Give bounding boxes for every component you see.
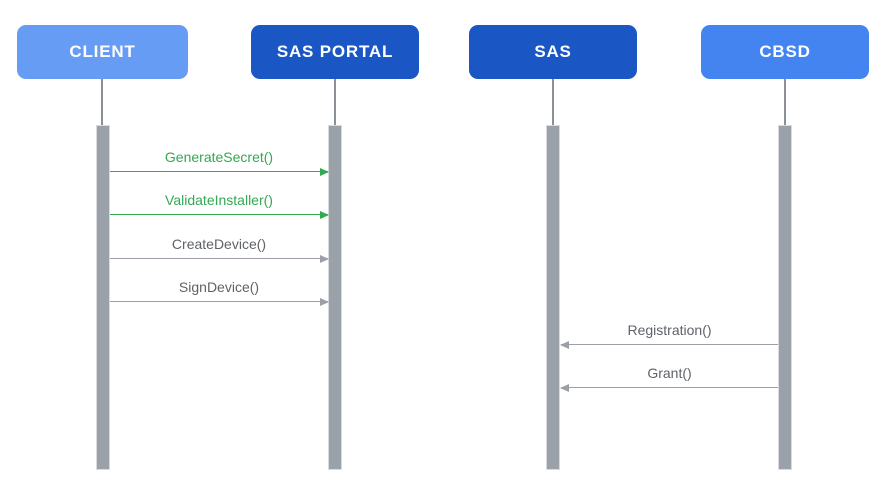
actor-box-sas-portal: SAS PORTAL bbox=[251, 25, 419, 79]
message-grant: Grant() bbox=[560, 365, 778, 393]
message-generate-secret: GenerateSecret() bbox=[110, 149, 329, 177]
message-label: ValidateInstaller() bbox=[165, 192, 273, 208]
message-label: GenerateSecret() bbox=[164, 149, 274, 165]
actor-box-client: CLIENT bbox=[17, 25, 188, 79]
arrow-left-icon bbox=[560, 341, 778, 350]
lifeline-stem-client bbox=[101, 79, 103, 125]
message-registration: Registration() bbox=[560, 322, 778, 350]
actor-box-sas: SAS bbox=[469, 25, 637, 79]
lifeline-stem-cbsd bbox=[784, 79, 786, 125]
arrow-left-icon bbox=[560, 384, 778, 393]
arrow-right-icon bbox=[110, 298, 329, 307]
message-label: Registration() bbox=[627, 322, 712, 338]
actor-box-cbsd: CBSD bbox=[701, 25, 869, 79]
arrow-right-icon bbox=[110, 168, 329, 177]
lifeline-stem-sas-portal bbox=[334, 79, 336, 125]
activation-bar-cbsd bbox=[778, 125, 792, 470]
message-label: CreateDevice() bbox=[171, 236, 267, 252]
arrow-right-icon bbox=[110, 211, 329, 220]
message-sign-device: SignDevice() bbox=[110, 279, 329, 307]
activation-bar-sas bbox=[546, 125, 560, 470]
arrow-right-icon bbox=[110, 255, 329, 264]
lifeline-stem-sas bbox=[552, 79, 554, 125]
message-create-device: CreateDevice() bbox=[110, 236, 329, 264]
message-validate-installer: ValidateInstaller() bbox=[110, 192, 329, 220]
message-label: SignDevice() bbox=[178, 279, 260, 295]
activation-bar-client bbox=[96, 125, 110, 470]
message-label: Grant() bbox=[647, 365, 692, 381]
activation-bar-sas-portal bbox=[328, 125, 342, 470]
